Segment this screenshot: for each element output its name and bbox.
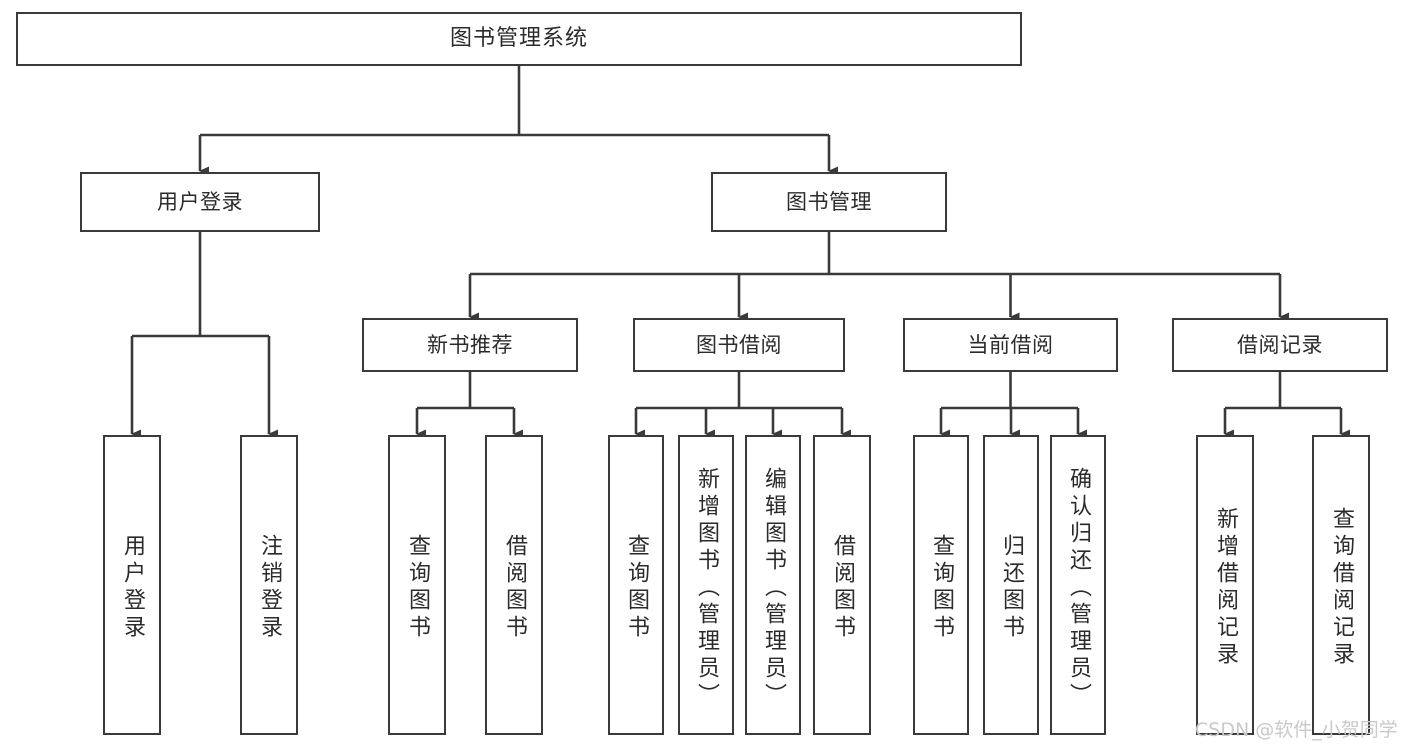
node-l2-3-label: 借阅记录 <box>1237 332 1323 357</box>
node-l1-0-label: 用户登录 <box>157 189 243 214</box>
node-leaf-5[interactable]: 新增图书（管理员） <box>678 435 734 735</box>
node-leaf-9[interactable]: 归还图书 <box>983 435 1039 735</box>
node-l2-3[interactable]: 借阅记录 <box>1172 318 1388 372</box>
node-leaf-3-label: 借阅图书 <box>502 534 527 642</box>
node-l1-1[interactable]: 图书管理 <box>711 172 947 232</box>
node-leaf-0-label: 用户登录 <box>120 534 145 642</box>
node-l2-1-label: 图书借阅 <box>696 332 782 357</box>
node-l2-1[interactable]: 图书借阅 <box>633 318 845 372</box>
node-l2-2-label: 当前借阅 <box>967 332 1054 357</box>
node-leaf-9-label: 归还图书 <box>999 534 1024 642</box>
node-leaf-11-label: 新增借阅记录 <box>1213 507 1238 669</box>
node-leaf-11[interactable]: 新增借阅记录 <box>1196 435 1254 735</box>
node-l2-0-label: 新书推荐 <box>427 332 513 357</box>
node-leaf-8-label: 查询图书 <box>929 534 954 642</box>
node-leaf-7[interactable]: 借阅图书 <box>813 435 871 735</box>
csdn-watermark: CSDN @软件_小贺同学 <box>1195 719 1398 741</box>
node-l1-1-label: 图书管理 <box>786 189 872 214</box>
node-leaf-1-label: 注销登录 <box>257 534 282 642</box>
node-leaf-10[interactable]: 确认归还（管理员） <box>1050 435 1106 735</box>
node-leaf-7-label: 借阅图书 <box>830 534 855 642</box>
node-leaf-8[interactable]: 查询图书 <box>913 435 969 735</box>
node-l2-0[interactable]: 新书推荐 <box>362 318 578 372</box>
node-leaf-4[interactable]: 查询图书 <box>608 435 664 735</box>
node-leaf-12-label: 查询借阅记录 <box>1329 507 1354 669</box>
node-leaf-1[interactable]: 注销登录 <box>240 435 298 735</box>
node-leaf-6[interactable]: 编辑图书（管理员） <box>745 435 801 735</box>
node-root-图书管理系统[interactable]: 图书管理系统 <box>16 12 1022 66</box>
node-leaf-3[interactable]: 借阅图书 <box>485 435 543 735</box>
node-leaf-6-label: 编辑图书（管理员） <box>761 466 786 710</box>
node-leaf-10-label: 确认归还（管理员） <box>1066 466 1091 710</box>
node-leaf-0[interactable]: 用户登录 <box>103 435 161 735</box>
node-leaf-12[interactable]: 查询借阅记录 <box>1312 435 1370 735</box>
node-leaf-2[interactable]: 查询图书 <box>388 435 446 735</box>
node-leaf-5-label: 新增图书（管理员） <box>694 466 719 710</box>
node-leaf-2-label: 查询图书 <box>405 534 430 642</box>
node-l1-0[interactable]: 用户登录 <box>80 172 320 232</box>
node-l2-2[interactable]: 当前借阅 <box>903 318 1118 372</box>
node-root-图书管理系统-label: 图书管理系统 <box>449 26 588 52</box>
node-leaf-4-label: 查询图书 <box>624 534 649 642</box>
